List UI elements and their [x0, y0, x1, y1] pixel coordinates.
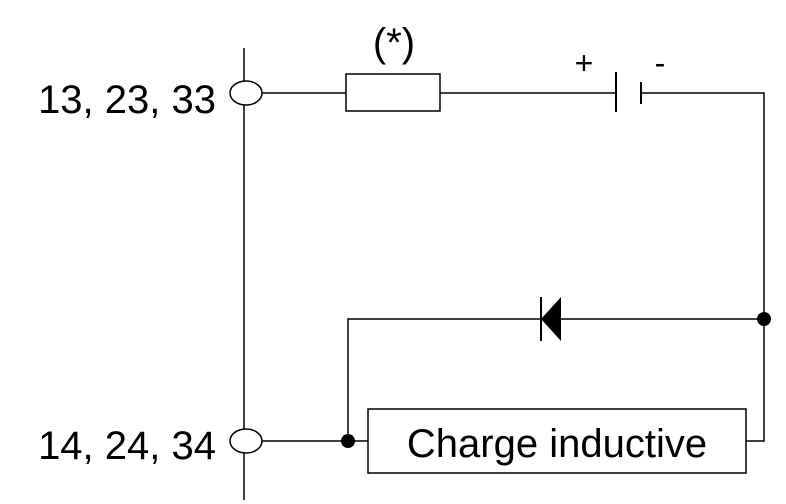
inductive-load-label: Charge inductive [407, 422, 707, 466]
inductive-load-box [367, 408, 747, 474]
terminal-label-bottom: 14, 24, 34 [38, 424, 216, 468]
fuse-symbol [345, 73, 441, 112]
wire-right [641, 92, 765, 442]
terminal-top-circle [229, 80, 263, 106]
terminal-bottom-circle [229, 428, 263, 454]
battery-plus-label: + [575, 45, 594, 81]
wire-diode-branch [347, 318, 764, 441]
fuse-note: (*) [373, 21, 415, 65]
diode-triangle [541, 297, 561, 341]
terminal-label-top: 13, 23, 33 [38, 78, 216, 122]
junction-dot-right [757, 312, 771, 326]
battery-minus-label: - [655, 45, 666, 81]
